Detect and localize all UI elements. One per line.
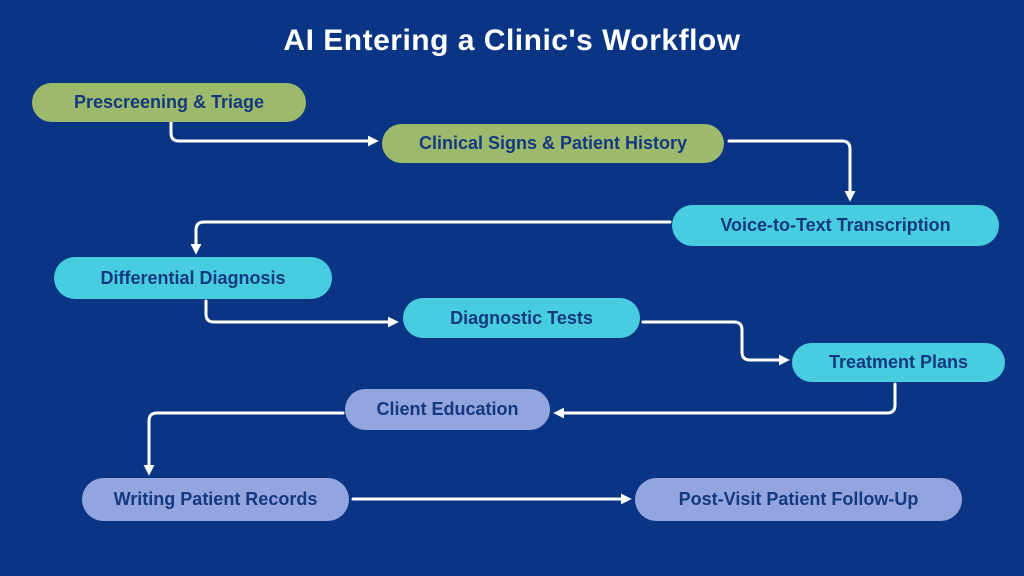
node-treatment-plans: Treatment Plans (792, 343, 1005, 382)
node-label: Differential Diagnosis (100, 267, 286, 288)
connector-client-to-writing (143, 411, 345, 476)
node-label: Prescreening & Triage (73, 92, 265, 112)
node-label: Post-Visit Patient Follow-Up (678, 489, 919, 509)
node-diagnostic-tests: Diagnostic Tests (403, 298, 640, 338)
node-differential-diagnosis: Differential Diagnosis (54, 257, 332, 299)
connector-differential-to-diagnostic (204, 299, 399, 328)
connector-treatment-to-client (553, 382, 897, 419)
page-title: AI Entering a Clinic's Workflow (283, 24, 741, 57)
node-label: Writing Patient Records (113, 489, 318, 509)
node-label: Treatment Plans (828, 352, 969, 372)
node-post-visit-follow-up: Post-Visit Patient Follow-Up (635, 478, 962, 521)
node-writing-patient-records: Writing Patient Records (82, 478, 349, 521)
node-label: Voice-to-Text Transcription (720, 215, 951, 235)
node-prescreening-triage: Prescreening & Triage (32, 83, 306, 122)
connector-voice-to-differential (190, 220, 672, 255)
connector-clinical-to-voice (727, 139, 856, 202)
node-label: Clinical Signs & Patient History (418, 133, 688, 153)
node-label: Client Education (376, 399, 519, 419)
node-clinical-signs-patient-history: Clinical Signs & Patient History (382, 124, 724, 163)
node-voice-to-text-transcription: Voice-to-Text Transcription (672, 205, 999, 246)
connector-prescreening-to-clinical (169, 120, 379, 147)
node-client-education: Client Education (345, 389, 550, 430)
connector-diagnostic-to-treatment (641, 320, 790, 366)
node-label: Diagnostic Tests (450, 307, 593, 328)
